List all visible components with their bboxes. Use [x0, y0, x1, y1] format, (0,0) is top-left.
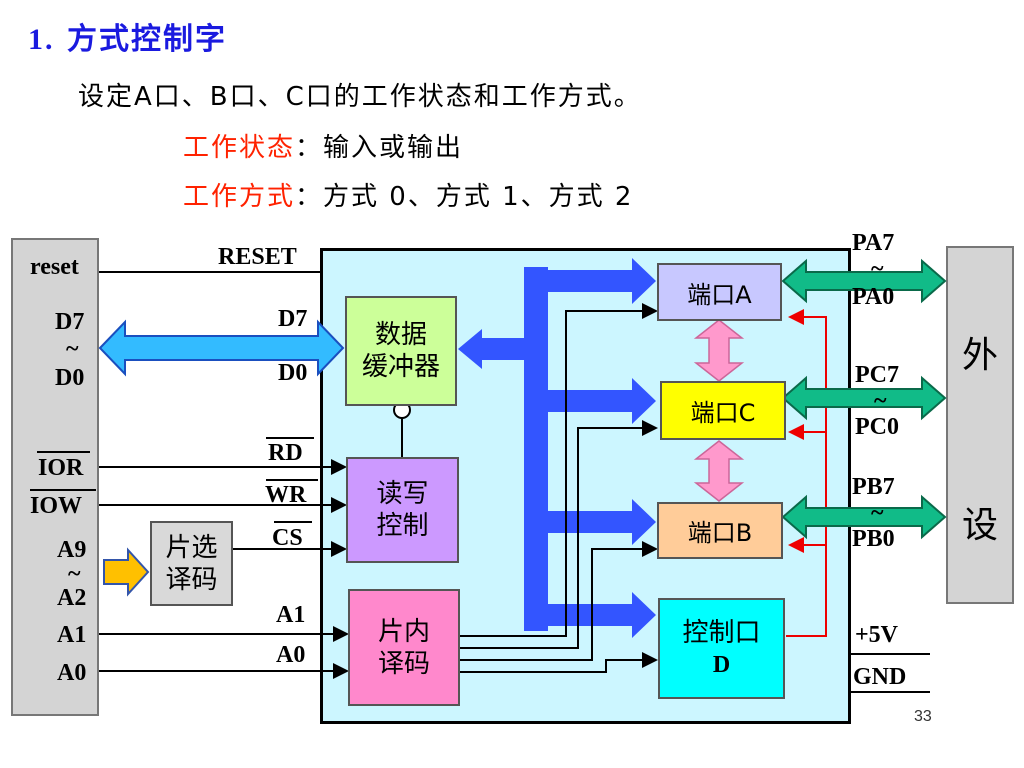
rw-control-label-1: 读写	[376, 479, 429, 509]
chip-reset-label: RESET	[218, 244, 297, 270]
bus-to-control	[548, 592, 656, 638]
rw-control-block: 读写 控制	[346, 457, 459, 563]
chip-select-label-2: 译码	[165, 564, 218, 595]
pa-arrow	[781, 258, 947, 304]
port-b-block: 端口B	[657, 502, 783, 559]
cpu-d0-label: D0	[55, 365, 85, 391]
port-a-label: 端口A	[687, 280, 752, 309]
peripheral-label-1: 外	[962, 335, 999, 376]
slide-title: 1. 方式控制字	[28, 14, 227, 58]
chip-cs-label: CS	[272, 525, 303, 551]
cpu-iow-label: IOW	[30, 493, 83, 519]
title-number: 1.	[28, 23, 55, 56]
cpu-panel	[11, 238, 99, 716]
port-b-label: 端口B	[687, 519, 753, 547]
state-label: 工作状态	[183, 133, 296, 163]
ctrl-to-a	[786, 309, 827, 637]
port-c-block: 端口C	[660, 381, 786, 440]
chip-wr-label: WR	[265, 482, 307, 508]
pb0-label: PB0	[852, 526, 895, 552]
peripheral-panel	[946, 246, 1014, 604]
pb7-label: PB7	[852, 474, 895, 500]
control-port-label-2: D	[712, 651, 731, 678]
pa7-label: PA7	[852, 230, 895, 256]
internal-decoder-label-1: 片内	[377, 616, 430, 647]
bus-to-buffer-arrow	[458, 329, 524, 369]
data-buffer-label-1: 数据	[374, 320, 427, 350]
address-arrow	[103, 547, 150, 597]
page-number: 33	[914, 708, 932, 725]
pb-tilde: ~	[871, 500, 884, 526]
mode-label: 工作方式	[183, 182, 296, 212]
cpu-d7-label: D7	[55, 309, 85, 335]
control-port-label-1: 控制口	[682, 617, 761, 648]
decode-line-b	[460, 541, 658, 661]
cpu-a2-label: A2	[57, 585, 87, 611]
cpu-tilde-2: ~	[68, 561, 81, 587]
description-line: 设定A口、B口、C口的工作状态和工作方式。	[78, 82, 642, 112]
link-a-c	[693, 319, 745, 382]
port-c-label: 端口C	[690, 399, 756, 427]
data-buffer-block: 数据 缓冲器	[345, 296, 457, 406]
bus-to-port-a	[548, 258, 656, 304]
pb-arrow	[781, 494, 947, 540]
internal-bus	[524, 267, 548, 631]
gnd-label: GND	[853, 664, 907, 690]
chip-d7-label: D7	[278, 306, 308, 332]
bus-to-port-b	[548, 499, 656, 545]
vcc-label: +5V	[855, 622, 899, 648]
cpu-tilde-1: ~	[66, 336, 79, 362]
link-c-b	[693, 440, 745, 502]
internal-decoder-block: 片内 译码	[348, 589, 460, 706]
port-a-block: 端口A	[657, 263, 782, 321]
cpu-ior-label: IOR	[38, 455, 84, 481]
decode-line-c	[460, 420, 658, 649]
pc-tilde: ~	[874, 388, 887, 414]
mode-line: 工作方式：方式 0、方式 1、方式 2	[183, 176, 633, 213]
cpu-reset-label: reset	[30, 254, 79, 280]
pa0-label: PA0	[852, 284, 895, 310]
state-line: 工作状态：输入或输出	[183, 127, 463, 164]
rw-control-label-2: 控制	[376, 511, 429, 541]
cpu-a9-label: A9	[57, 537, 87, 563]
state-value: ：输入或输出	[295, 133, 464, 163]
chip-d0-label: D0	[278, 360, 308, 386]
pc-arrow	[781, 375, 947, 421]
chip-a0-label: A0	[276, 642, 306, 668]
chip-a1-label: A1	[276, 602, 306, 628]
control-port-block: 控制口 D	[658, 598, 785, 699]
decode-line-a	[460, 303, 658, 637]
pa-tilde: ~	[871, 256, 884, 282]
bus-to-port-c	[548, 378, 656, 424]
cpu-a0-label: A0	[57, 660, 87, 686]
pc7-label: PC7	[855, 362, 899, 388]
mode-value: ：方式 0、方式 1、方式 2	[295, 182, 634, 212]
decode-line-d	[460, 652, 658, 673]
chip-select-label-1: 片选	[165, 532, 218, 563]
chip-select-decoder-block: 片选 译码	[150, 521, 233, 606]
pc0-label: PC0	[855, 414, 899, 440]
data-bus-arrow	[98, 319, 345, 377]
cpu-a1-label: A1	[57, 622, 87, 648]
chip-rd-label: RD	[268, 440, 303, 466]
data-buffer-label-2: 缓冲器	[361, 352, 440, 382]
title-text: 方式控制字	[66, 22, 227, 57]
internal-decoder-label-2: 译码	[377, 648, 430, 679]
peripheral-label-2: 设	[962, 505, 999, 546]
